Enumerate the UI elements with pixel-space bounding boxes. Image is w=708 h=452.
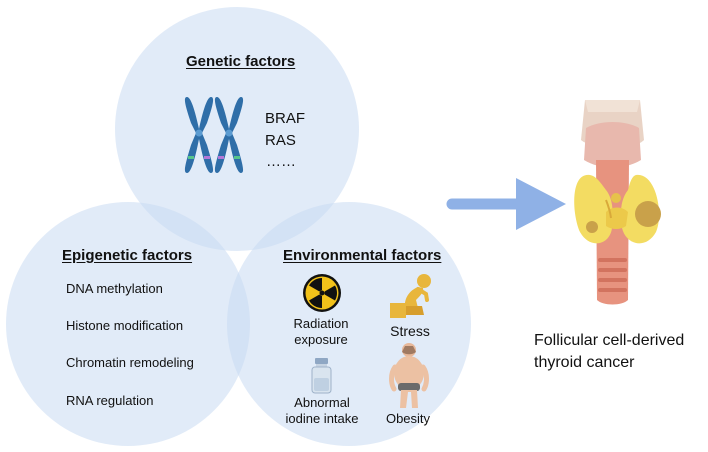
outcome-caption-line-2: thyroid cancer bbox=[534, 354, 635, 371]
obesity-label: Obesity bbox=[385, 411, 431, 426]
gene-ras-label: RAS bbox=[265, 132, 296, 149]
iodine-intake-label: Abnormal iodine intake bbox=[276, 395, 368, 427]
iodine-label-line-2: iodine intake bbox=[285, 411, 359, 426]
epigenetic-item-chromatin-remodeling: Chromatin remodeling bbox=[66, 355, 194, 370]
right-arrow-icon bbox=[446, 178, 566, 230]
gene-ellipsis-label: …… bbox=[266, 153, 296, 170]
radiation-icon bbox=[303, 274, 341, 312]
epigenetic-item-rna-regulation: RNA regulation bbox=[66, 393, 154, 408]
iodine-label-line-1: Abnormal bbox=[294, 395, 350, 410]
genetic-circle bbox=[115, 7, 359, 251]
iodine-vial-icon bbox=[311, 358, 332, 394]
chromosome-icon bbox=[184, 97, 244, 173]
epigenetic-circle bbox=[6, 202, 250, 446]
epigenetic-item-histone-modification: Histone modification bbox=[66, 318, 184, 333]
environmental-factors-heading: Environmental factors bbox=[283, 247, 442, 264]
radiation-label-line-2: exposure bbox=[294, 332, 348, 347]
genetic-factors-heading: Genetic factors bbox=[186, 53, 296, 70]
radiation-label-line-1: Radiation bbox=[293, 316, 349, 331]
gene-braf-label: BRAF bbox=[265, 110, 306, 127]
obese-person-icon bbox=[389, 343, 429, 408]
stress-label: Stress bbox=[390, 323, 430, 339]
outcome-caption-line-1: Follicular cell-derived bbox=[534, 332, 685, 349]
epigenetic-factors-heading: Epigenetic factors bbox=[62, 247, 193, 264]
epigenetic-item-dna-methylation: DNA methylation bbox=[66, 281, 163, 296]
outcome-caption: Follicular cell-derived thyroid cancer bbox=[534, 330, 684, 374]
radiation-exposure-label: Radiation exposure bbox=[281, 316, 361, 348]
stressed-person-icon bbox=[390, 274, 431, 318]
thyroid-illustration bbox=[574, 100, 661, 305]
